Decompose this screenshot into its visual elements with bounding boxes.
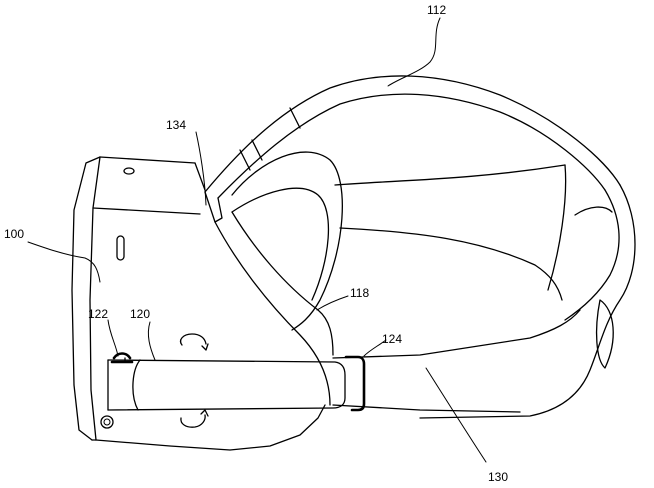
rotation-arrow-bottom-icon — [180, 409, 209, 428]
adjuster-arm — [107, 357, 346, 411]
ref-118: 118 — [350, 286, 369, 300]
sensor-icon — [123, 167, 135, 175]
ref-122: 122 — [88, 307, 108, 321]
side-strap — [214, 151, 343, 406]
button-inner-icon — [103, 418, 111, 426]
hinge-122 — [110, 352, 134, 364]
lower-strap — [332, 309, 581, 413]
ref-100: 100 — [4, 227, 24, 241]
ref-124: 124 — [382, 332, 402, 346]
ref-130: 130 — [488, 470, 508, 484]
leader-lines — [27, 17, 487, 463]
ref-134: 134 — [166, 118, 186, 132]
button-icon — [100, 415, 114, 429]
ref-120: 120 — [130, 307, 150, 321]
rotation-arrow-top-icon — [179, 333, 209, 351]
ref-112: 112 — [427, 3, 446, 17]
headset-body — [71, 156, 326, 451]
side-sensor-icon — [116, 235, 125, 261]
bracket-124 — [344, 355, 366, 412]
rear-cradle — [334, 164, 636, 419]
top-strap — [204, 75, 621, 223]
